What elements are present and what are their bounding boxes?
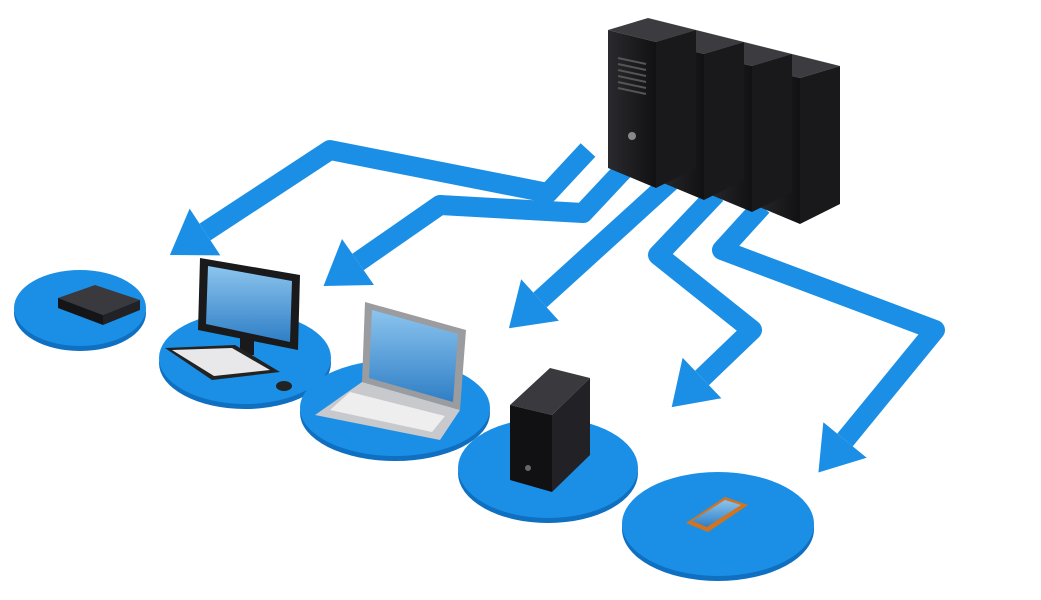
arrow-head [508, 279, 559, 329]
server-rack-icon [608, 18, 840, 224]
arrow-shaft [533, 172, 679, 308]
laptop-icon [315, 302, 466, 440]
devices [58, 258, 748, 532]
arrow-head [169, 208, 221, 256]
arrow-shaft [648, 187, 762, 386]
server-unit [608, 18, 696, 188]
arrow-head [818, 422, 867, 473]
tablet-icon [686, 497, 748, 532]
tower-computer-icon [510, 368, 590, 492]
arrow-shaft [352, 158, 636, 271]
arrow-head [671, 357, 722, 408]
arrow-head [323, 239, 374, 286]
desktop-monitor-keyboard-icon [165, 258, 300, 391]
connection-arrows [169, 140, 945, 473]
set-top-box-icon [58, 285, 140, 325]
arrow-shaft [199, 140, 596, 241]
arrow-shaft [712, 199, 945, 447]
